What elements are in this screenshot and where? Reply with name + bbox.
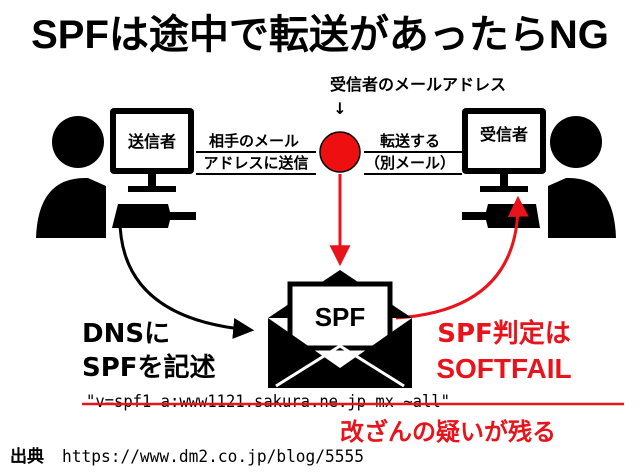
tamper-note: 改ざんの疑いが残る: [340, 418, 556, 446]
source-label: 出典: [10, 446, 44, 467]
send-label-line2: アドレスに送信: [203, 154, 308, 172]
sender-monitor-icon: [110, 108, 194, 192]
sender-user-icon: [36, 116, 196, 238]
forward-result-arrow: [395, 195, 529, 320]
send-label-line1: 相手のメール: [209, 132, 299, 150]
dns-label-line1: DNSに: [82, 319, 170, 349]
forward-line: [364, 151, 462, 175]
send-line: [196, 151, 316, 175]
source-url: https://www.dm2.co.jp/blog/5555: [62, 447, 364, 467]
receiver-address-label: 受信者のメールアドレス: [330, 75, 506, 94]
spf-record-text: "v=spf1 a:www1121.sakura.ne.jp mx ~all": [86, 392, 450, 412]
spf-result-line2: SOFTFAIL: [436, 353, 571, 384]
receiver-monitor-icon: [462, 108, 546, 192]
sender-label: 送信者: [127, 132, 176, 151]
forward-label-line1: 転送する: [380, 132, 440, 150]
envelope-label: SPF: [315, 302, 366, 332]
dns-label-line2: SPFを記述: [82, 352, 216, 383]
receiver-label: 受信者: [480, 125, 528, 144]
spf-result-line1: SPF判定は: [437, 318, 571, 349]
spf-envelope-icon: [268, 270, 412, 388]
forwarding-point-dot: [319, 131, 361, 173]
dns-lookup-arrow: [118, 211, 255, 339]
forward-label-line2: （別メール）: [365, 154, 455, 172]
page-title: SPFは途中で転送があったらNG: [31, 12, 609, 57]
down-arrow-icon: ↓: [333, 99, 346, 118]
